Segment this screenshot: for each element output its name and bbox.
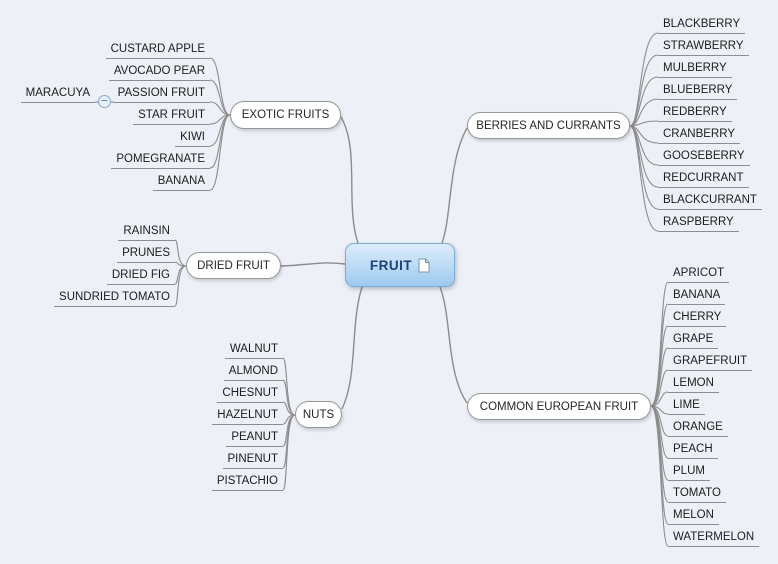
connector <box>629 98 659 127</box>
topic-strawberry[interactable]: STRAWBERRY <box>658 39 749 56</box>
connector <box>209 79 231 116</box>
topic-sundried-tomato[interactable]: SUNDRIED TOMATO <box>54 290 175 307</box>
connector <box>174 265 187 307</box>
connector <box>174 239 187 267</box>
central-topic-fruit[interactable]: FRUIT <box>345 243 455 287</box>
topic-peach[interactable]: PEACH <box>668 442 718 459</box>
connector <box>282 414 296 491</box>
topic-lemon[interactable]: LEMON <box>668 376 719 393</box>
topic-chesnut[interactable]: CHESNUT <box>217 386 283 403</box>
collapse-minus-icon: − <box>101 95 108 107</box>
topic-grape[interactable]: GRAPE <box>668 332 719 349</box>
topic-avocado-pear[interactable]: AVOCADO PEAR <box>108 64 210 81</box>
topic-rainsin[interactable]: RAINSIN <box>118 224 175 241</box>
topic-orange[interactable]: ORANGE <box>668 420 728 437</box>
topic-mulberry[interactable]: MULBERRY <box>658 61 732 78</box>
connector <box>282 357 296 416</box>
branch-berries-and-currants[interactable]: BERRIES AND CURRANTS <box>467 112 630 139</box>
topic-passion-fruit[interactable]: PASSION FRUIT <box>112 86 210 103</box>
topic-apricot[interactable]: APRICOT <box>668 266 730 283</box>
topic-raspberry[interactable]: RASPBERRY <box>658 215 739 232</box>
topic-prunes[interactable]: PRUNES <box>117 246 175 263</box>
topic-blackberry[interactable]: BLACKBERRY <box>658 17 746 34</box>
connector <box>650 405 669 547</box>
topic-melon[interactable]: MELON <box>668 508 719 525</box>
connector <box>209 57 231 116</box>
branch-exotic-fruits[interactable]: EXOTIC FRUITS <box>230 101 341 129</box>
topic-lime[interactable]: LIME <box>668 398 705 415</box>
topic-maracuya[interactable]: MARACUYA <box>20 86 95 103</box>
connector <box>629 125 659 188</box>
branch-dried-fruit[interactable]: DRIED FRUIT <box>186 252 281 279</box>
topic-plum[interactable]: PLUM <box>668 464 710 481</box>
connector-root-nuts <box>341 286 363 410</box>
topic-kiwi[interactable]: KIWI <box>175 130 210 147</box>
topic-grapefruit[interactable]: GRAPEFRUIT <box>668 354 753 371</box>
connector <box>650 391 669 407</box>
connector-root-common <box>439 286 468 404</box>
topic-blueberry[interactable]: BLUEBERRY <box>658 83 738 100</box>
topic-cherry[interactable]: CHERRY <box>668 310 727 327</box>
connector <box>209 114 231 191</box>
topic-gooseberry[interactable]: GOOSEBERRY <box>658 149 750 166</box>
connector <box>650 369 669 407</box>
topic-peanut[interactable]: PEANUT <box>226 430 283 447</box>
topic-pistachio[interactable]: PISTACHIO <box>211 474 283 491</box>
topic-redberry[interactable]: REDBERRY <box>658 105 732 122</box>
topic-banana-2[interactable]: BANANA <box>668 288 726 305</box>
attachment-icon[interactable] <box>418 258 430 273</box>
topic-banana[interactable]: BANANA <box>152 174 210 191</box>
connector <box>629 76 659 127</box>
connector <box>209 101 231 116</box>
topic-tomato[interactable]: TOMATO <box>668 486 726 503</box>
branch-common-european-fruit[interactable]: COMMON EUROPEAN FRUIT <box>467 393 651 420</box>
connector <box>629 32 659 127</box>
connector <box>282 379 296 416</box>
topic-redcurrant[interactable]: REDCURRANT <box>658 171 749 188</box>
topic-almond[interactable]: ALMOND <box>223 364 283 381</box>
connector-root-exotic <box>340 116 359 244</box>
connector <box>209 114 231 169</box>
connector <box>174 265 187 285</box>
topic-hazelnut[interactable]: HAZELNUT <box>212 408 283 425</box>
connector <box>629 54 659 127</box>
collapse-button[interactable]: − <box>98 95 111 108</box>
topic-dried-fig[interactable]: DRIED FIG <box>106 268 175 285</box>
topic-star-fruit[interactable]: STAR FRUIT <box>133 108 210 125</box>
topic-cranberry[interactable]: CRANBERRY <box>658 127 740 144</box>
topic-custard-apple[interactable]: CUSTARD APPLE <box>105 42 210 59</box>
topic-pomegranate[interactable]: POMEGRANATE <box>111 152 210 169</box>
topic-blackcurrant[interactable]: BLACKCURRANT <box>658 193 762 210</box>
topic-pinenut[interactable]: PINENUT <box>222 452 283 469</box>
connector-root-berries <box>441 127 468 244</box>
branch-nuts[interactable]: NUTS <box>295 401 342 428</box>
topic-walnut[interactable]: WALNUT <box>224 342 283 359</box>
topic-watermelon[interactable]: WATERMELON <box>668 530 760 547</box>
central-topic-label: FRUIT <box>369 257 413 273</box>
connector <box>650 347 669 407</box>
connector <box>629 125 659 232</box>
connector-root-dried <box>280 262 346 267</box>
